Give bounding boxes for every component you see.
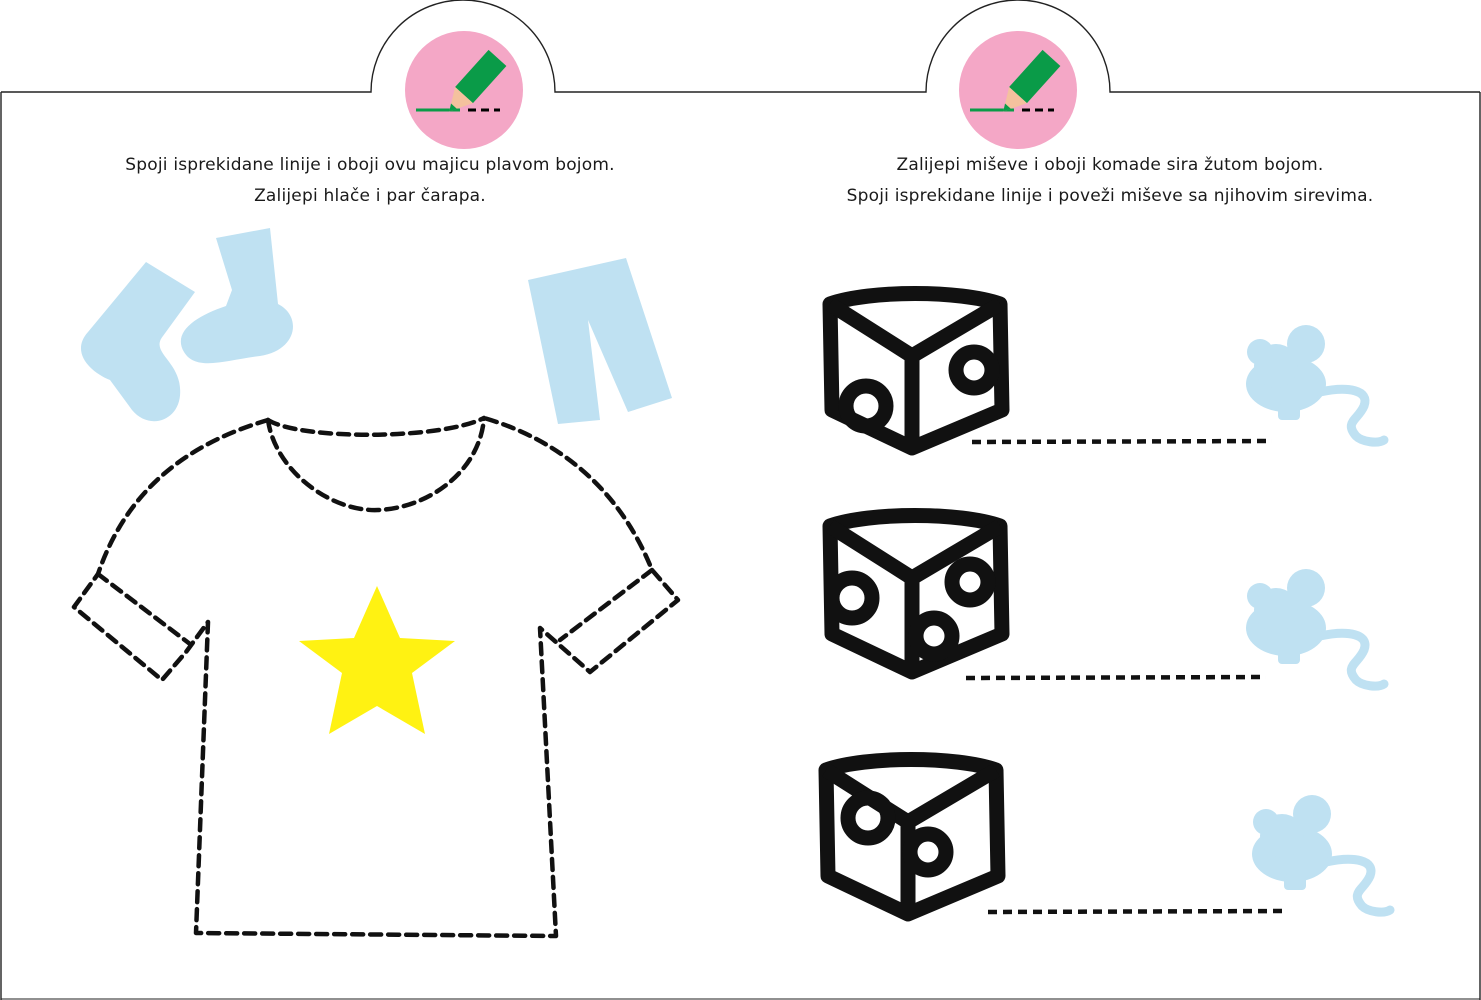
star-icon xyxy=(299,586,455,734)
cheese-icon xyxy=(822,286,1010,456)
sock-icon xyxy=(80,262,195,422)
instruction-text: Zalijepi hlače i par čarapa. xyxy=(254,186,486,206)
cheese-icon xyxy=(822,508,1010,680)
cheese-icon xyxy=(818,752,1006,922)
instruction-text: Spoji isprekidane linije i poveži miševe… xyxy=(846,186,1374,206)
pencil-icon xyxy=(403,29,525,151)
mouse-icon xyxy=(1246,325,1384,442)
connect-line-1 xyxy=(971,438,1273,445)
mouse-icon xyxy=(1252,795,1390,912)
connect-line-3 xyxy=(987,908,1289,915)
left-page-frame xyxy=(1,0,741,93)
connect-line-2 xyxy=(965,674,1267,681)
instruction-text: Zalijepi miševe i oboji komade sira žuto… xyxy=(896,155,1324,175)
tshirt-outline xyxy=(71,415,681,939)
sock-icon xyxy=(180,228,293,364)
right-instructions: Zalijepi miševe i oboji komade sira žuto… xyxy=(800,150,1420,212)
pants-icon xyxy=(528,258,672,424)
mouse-icon xyxy=(1246,569,1384,686)
instruction-text: Spoji isprekidane linije i oboji ovu maj… xyxy=(125,155,615,175)
left-instructions: Spoji isprekidane linije i oboji ovu maj… xyxy=(60,150,680,212)
pencil-icon xyxy=(957,29,1079,151)
right-page-frame xyxy=(741,0,1480,93)
